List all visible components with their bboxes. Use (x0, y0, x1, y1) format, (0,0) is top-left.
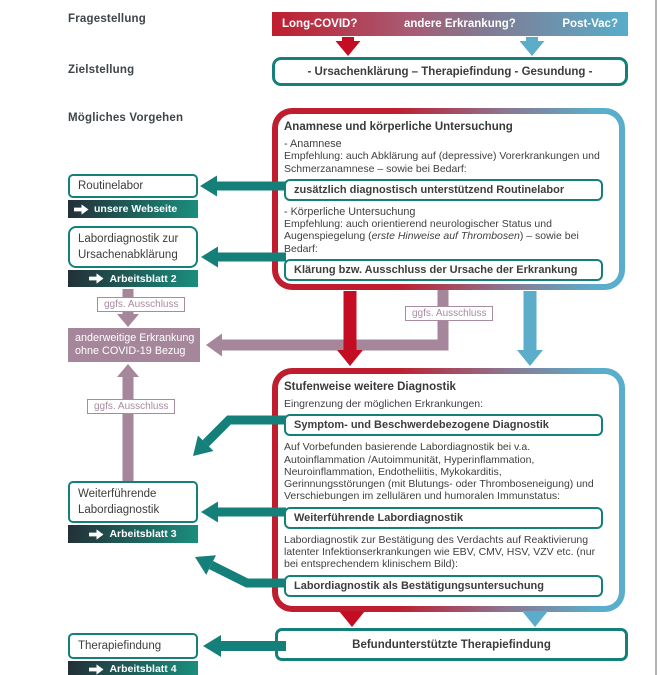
arbeitsblatt-3-badge[interactable]: Arbeitsblatt 3 (68, 525, 198, 543)
arbeitsblatt-2-badge[interactable]: Arbeitsblatt 2 (68, 270, 198, 287)
arrow-right-icon (74, 203, 89, 215)
webseite-badge[interactable]: unsere Webseite (68, 200, 198, 218)
node-ursachenabklaerung: Labordiagnostik zur Ursachenabklärung Ar… (68, 226, 198, 287)
arbeitsblatt-3-label: Arbeitsblatt 3 (109, 528, 177, 540)
exclusion-label-top: ggfs. Ausschluss (97, 297, 186, 312)
panel-diagnostik: Stufenweise weitere Diagnostik Eingrenzu… (272, 368, 625, 612)
arbeitsblatt-2-label: Arbeitsblatt 2 (109, 272, 177, 285)
arbeitsblatt-4-label: Arbeitsblatt 4 (109, 663, 177, 675)
label-fragestellung: Fragestellung (68, 13, 147, 25)
other-disease-line1: anderweitige Erkrankung (75, 332, 195, 344)
node-weiterfuehrende: Weiterführende Labordiagnostik Arbeitsbl… (68, 481, 198, 543)
routinelabor-box: Routinelabor (68, 174, 198, 198)
panel-anamnese-content: Anamnese und körperliche Untersuchung - … (278, 114, 619, 284)
question-long-covid: Long-COVID? (282, 18, 358, 30)
question-andere-erkrankung: andere Erkrankung? (403, 18, 516, 30)
bestaetigung-action-box: Labordiagnostik als Bestätigungsuntersuc… (284, 574, 603, 597)
therapiefindung-box: Therapiefindung (68, 633, 198, 659)
exclusion-label-bottom: ggfs. Ausschluss (87, 399, 176, 414)
weiterfuehrende-labordiagnostik-action-box: Weiterführende Labordiagnostik (284, 506, 603, 529)
arrow-right-icon (89, 273, 104, 284)
arbeitsblatt-4-badge[interactable]: Arbeitsblatt 4 (68, 661, 198, 675)
vorbefunde-text: Auf Vorbefunden basierende Labordiagnost… (284, 441, 594, 503)
ursache-klaerung-action-box: Klärung bzw. Ausschluss der Ursache der … (284, 259, 603, 282)
goal-text: - Ursachenklärung – Therapiefindung - Ge… (307, 65, 593, 78)
weiterfuehrende-box: Weiterführende Labordiagnostik (68, 481, 198, 523)
ursachenabklaerung-box: Labordiagnostik zur Ursachenabklärung (68, 226, 198, 268)
untersuchung-subheading: - Körperliche Untersuchung (284, 205, 416, 218)
node-therapiefindung: Therapiefindung Arbeitsblatt 4 (68, 633, 198, 675)
untersuchung-recommendation: Empfehlung: auch orientierend neurologis… (284, 218, 579, 255)
panel-diagnostik-title: Stufenweise weitere Diagnostik (284, 381, 456, 393)
question-post-vac: Post-Vac? (562, 18, 618, 30)
result-box: Befundunterstützte Therapiefindung (275, 628, 628, 661)
arrow-right-icon (89, 528, 104, 540)
result-text: Befundunterstützte Therapiefindung (352, 638, 551, 651)
other-disease-box: anderweitige Erkrankung ohne COVID-19 Be… (68, 328, 200, 362)
anamnese-recommendation: Empfehlung: auch Abklärung auf (depressi… (284, 150, 600, 175)
question-bar: Long-COVID? andere Erkrankung? Post-Vac? (272, 12, 628, 36)
symptom-diagnostik-action-box: Symptom- und Beschwerdebezogene Diagnost… (284, 414, 603, 437)
thrombosen-hint-italic: erste Hinweise auf Thrombosen (371, 230, 520, 243)
goal-box: - Ursachenklärung – Therapiefindung - Ge… (272, 57, 628, 86)
panel-diagnostik-content: Stufenweise weitere Diagnostik Eingrenzu… (278, 374, 619, 606)
eingrenzung-text: Eingrenzung der möglichen Erkrankungen: (284, 398, 484, 410)
webseite-badge-label: unsere Webseite (94, 203, 178, 215)
reaktivierung-text: Labordiagnostik zur Bestätigung des Verd… (284, 533, 596, 571)
other-disease-line2: ohne COVID-19 Bezug (75, 345, 186, 357)
arrow-right-icon (89, 663, 104, 675)
label-moegliches-vorgehen: Mögliches Vorgehen (68, 112, 184, 124)
anamnese-subheading: - Anamnese (284, 138, 342, 150)
page-edge-line (655, 0, 657, 675)
routinelabor-action-box: zusätzlich diagnostisch unterstützend Ro… (284, 178, 603, 201)
exclusion-label-middle: ggfs. Ausschluss (405, 306, 494, 321)
label-zielstellung: Zielstellung (68, 64, 135, 76)
panel-anamnese-title: Anamnese und körperliche Untersuchung (284, 121, 513, 133)
panel-anamnese: Anamnese und körperliche Untersuchung - … (272, 108, 625, 290)
node-routinelabor: Routinelabor unsere Webseite (68, 174, 198, 218)
